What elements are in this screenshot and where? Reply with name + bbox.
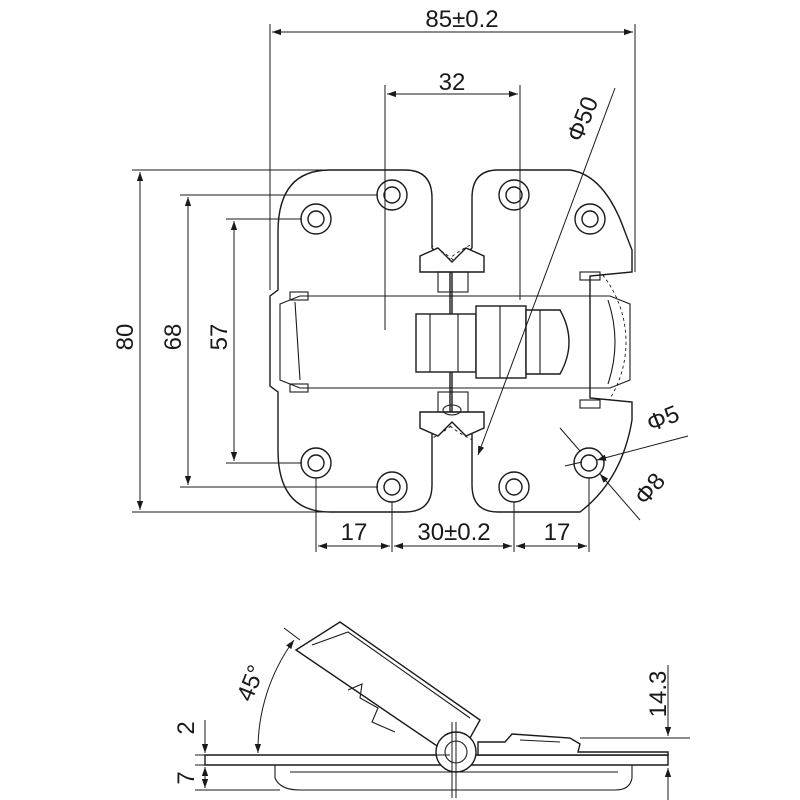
tilted-leaf <box>294 621 481 749</box>
hole-diameter-label: Φ5 <box>643 400 683 437</box>
arm-tab <box>579 399 601 409</box>
upper-link <box>419 247 485 273</box>
arm-tab <box>289 383 309 393</box>
right-leaf-detail <box>519 739 561 743</box>
hinge-top-view <box>132 24 689 552</box>
hinge-arm-body <box>279 295 631 389</box>
tilted-leaf-edge <box>311 631 471 719</box>
tilted-leaf-notch <box>347 683 396 733</box>
plate-step-label: 2 <box>173 721 200 734</box>
right-leaf <box>477 733 669 756</box>
side-view-dimensions <box>195 627 690 800</box>
center-spacing-label: 30±0.2 <box>417 519 490 546</box>
base-plate-recess <box>274 765 633 791</box>
hinge-pivot-block-right <box>525 309 570 375</box>
upper-link-pin <box>437 271 469 293</box>
top-view-dimensions <box>132 24 689 552</box>
arm-tab <box>579 271 601 281</box>
hole-spacing-top-label: 32 <box>439 69 466 96</box>
left-offset-label: 17 <box>341 519 368 546</box>
hinge-side-view <box>195 621 690 800</box>
overall-height-label: 80 <box>112 324 139 351</box>
plate-thickness-label: 7 <box>173 771 200 784</box>
hinge-arm-edge <box>294 299 616 385</box>
arm-tab <box>289 291 309 301</box>
lower-link-pin <box>437 391 469 413</box>
hole-height-outer-label: 68 <box>160 324 187 351</box>
counterbore-diameter-label: Φ8 <box>629 468 671 510</box>
screw-holes <box>300 179 606 503</box>
arc-diameter-label: Φ50 <box>562 93 604 146</box>
hinge-pivot-block-center <box>475 305 527 379</box>
open-angle-label: 45° <box>232 661 271 705</box>
lower-link-rivet <box>442 404 462 416</box>
hole-height-inner-label: 57 <box>206 324 233 351</box>
right-offset-label: 17 <box>544 519 571 546</box>
left-hinge-plate <box>269 169 451 513</box>
hinge-pivot-block-left <box>415 313 477 373</box>
lower-link <box>419 411 485 437</box>
overall-width-label: 85±0.2 <box>425 6 498 33</box>
side-height-label: 14.3 <box>645 671 672 718</box>
